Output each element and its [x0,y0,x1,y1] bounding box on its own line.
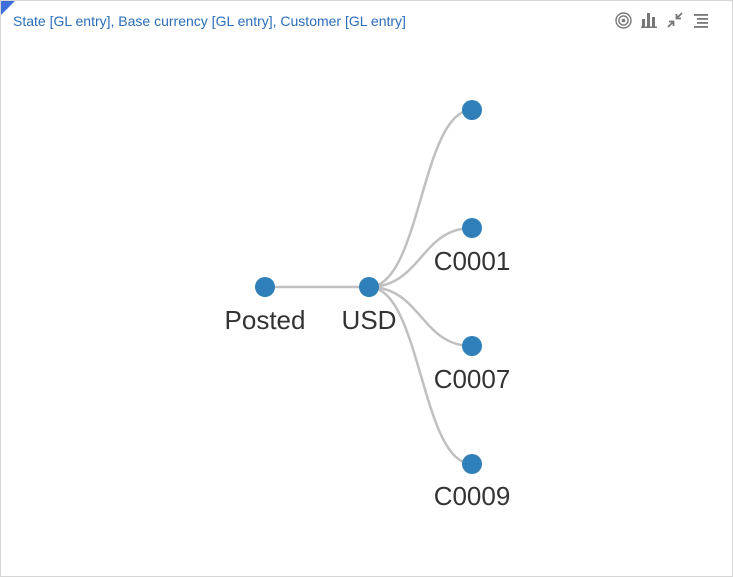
tree-links [265,108,473,466]
link-usd-blank [368,108,473,289]
node-label-posted: Posted [225,305,306,335]
widget-toolbar [614,11,710,29]
node-label-c0001: C0001 [434,246,511,276]
node-blank[interactable] [462,100,482,120]
tree-labels: Posted USD C0001 C0007 C0009 [225,246,511,511]
tree-nodes [255,100,482,474]
node-posted[interactable] [255,277,275,297]
node-label-usd: USD [342,305,397,335]
corner-marker [1,1,15,15]
link-usd-c0009 [368,285,473,466]
target-icon[interactable] [614,11,632,29]
node-c0001[interactable] [462,218,482,238]
node-label-c0009: C0009 [434,481,511,511]
link-usd-c0007 [368,285,473,348]
node-c0007[interactable] [462,336,482,356]
collapse-icon[interactable] [666,11,684,29]
bar-chart-icon[interactable] [640,11,658,29]
widget-title: State [GL entry], Base currency [GL entr… [13,13,406,29]
menu-icon[interactable] [692,11,710,29]
node-c0009[interactable] [462,454,482,474]
node-usd[interactable] [359,277,379,297]
link-usd-c0001 [368,226,473,289]
node-label-c0007: C0007 [434,364,511,394]
